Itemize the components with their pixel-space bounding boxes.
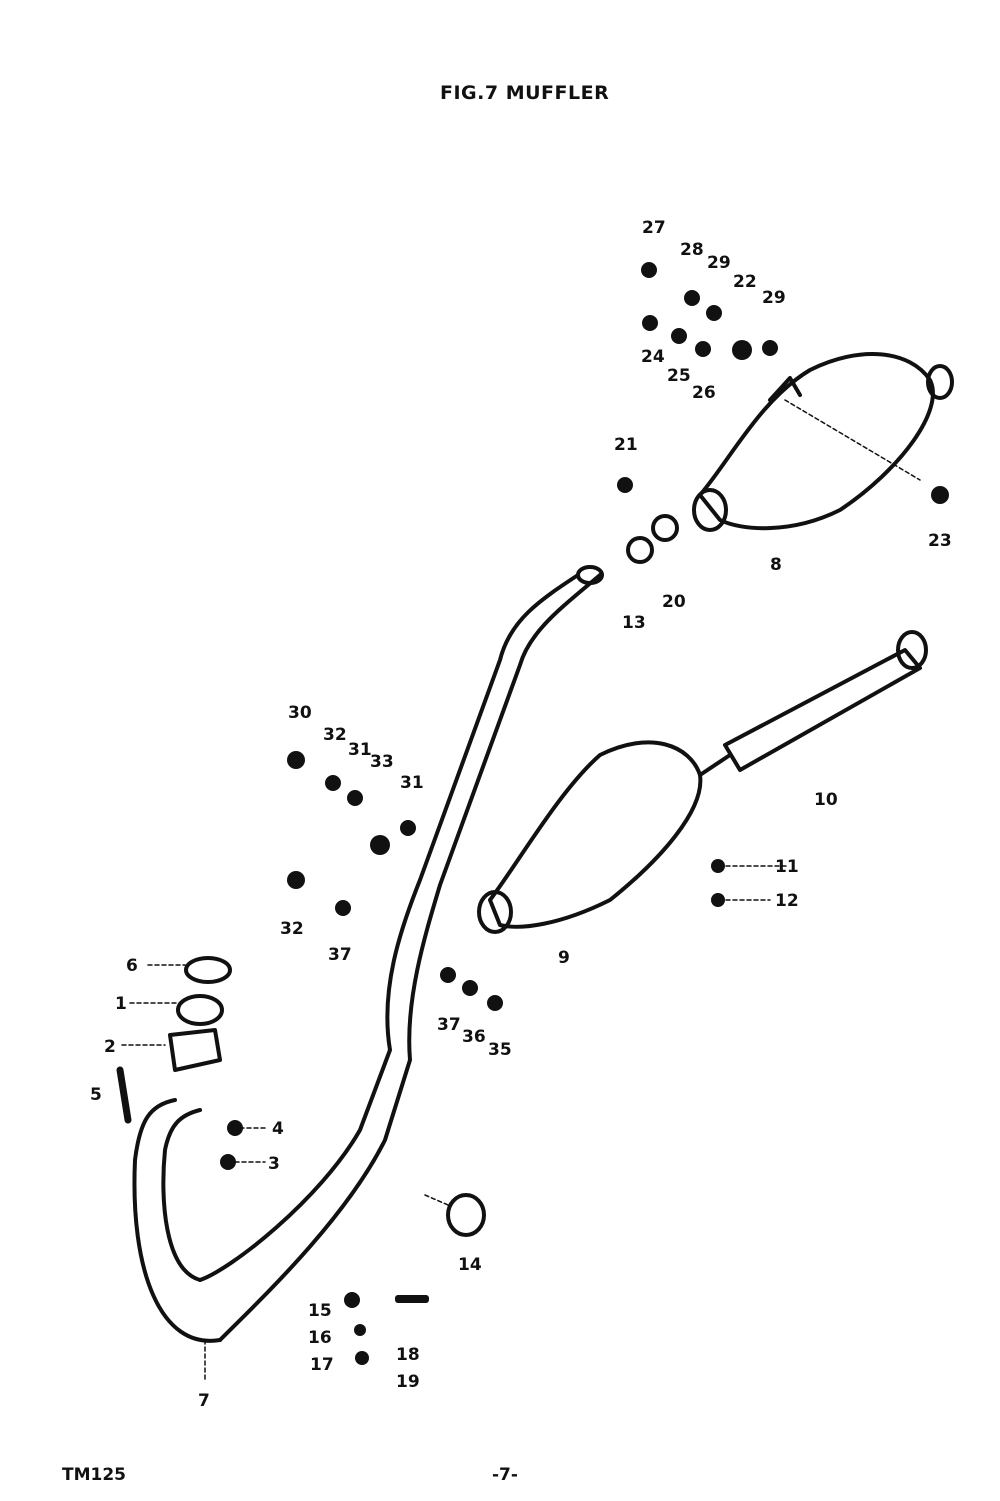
callout-label: 15	[308, 1301, 332, 1321]
callout-label: 19	[396, 1372, 420, 1392]
end-cap	[446, 1193, 486, 1237]
silencer-lower	[477, 630, 928, 934]
model-code: TM125	[62, 1465, 126, 1485]
callout-label: 17	[310, 1355, 334, 1375]
silencer-upper	[692, 352, 954, 532]
callout-label: 32	[280, 919, 304, 939]
callout-label: 26	[692, 383, 716, 403]
callout-label: 31	[348, 740, 372, 760]
callout-label: 31	[400, 773, 424, 793]
callout-label: 21	[614, 435, 638, 455]
callout-label: 22	[733, 272, 757, 292]
callout-label: 29	[707, 253, 731, 273]
callout-label: 1	[115, 994, 127, 1014]
callout-label: 11	[775, 857, 799, 877]
callout-label: 36	[462, 1027, 486, 1047]
callout-label: 7	[198, 1391, 210, 1411]
callout-label: 12	[775, 891, 799, 911]
callout-label: 30	[288, 703, 312, 723]
callout-label: 37	[328, 945, 352, 965]
page-number: -7-	[492, 1465, 518, 1485]
callout-label: 28	[680, 240, 704, 260]
callout-label: 18	[396, 1345, 420, 1365]
callout-label: 16	[308, 1328, 332, 1348]
callout-label: 5	[90, 1085, 102, 1105]
figure-title: FIG.7 MUFFLER	[440, 82, 610, 104]
leader-lines	[121, 399, 921, 1381]
callout-label: 4	[272, 1119, 284, 1139]
callout-label: 3	[268, 1154, 280, 1174]
callout-label: 23	[928, 531, 952, 551]
callout-label: 27	[642, 218, 666, 238]
callout-label: 33	[370, 752, 394, 772]
callout-label: 24	[641, 347, 665, 367]
callout-label: 6	[126, 956, 138, 976]
exhaust-pipe	[132, 565, 604, 1343]
callout-label: 29	[762, 288, 786, 308]
callout-label: 13	[622, 613, 646, 633]
callout-label: 20	[662, 592, 686, 612]
callout-label: 2	[104, 1037, 116, 1057]
callout-label: 35	[488, 1040, 512, 1060]
callout-label: 10	[814, 790, 838, 810]
callout-labels: 27 28 29 22 29 24 25 26 21 23 8 13 20 30…	[90, 218, 952, 1411]
callout-label: 25	[667, 366, 691, 386]
flange-parts	[116, 956, 232, 1124]
fasteners	[220, 262, 949, 1365]
callout-label: 37	[437, 1015, 461, 1035]
callout-label: 32	[323, 725, 347, 745]
callout-label: 9	[558, 948, 570, 968]
callout-label: 14	[458, 1255, 482, 1275]
callout-label: 8	[770, 555, 782, 575]
